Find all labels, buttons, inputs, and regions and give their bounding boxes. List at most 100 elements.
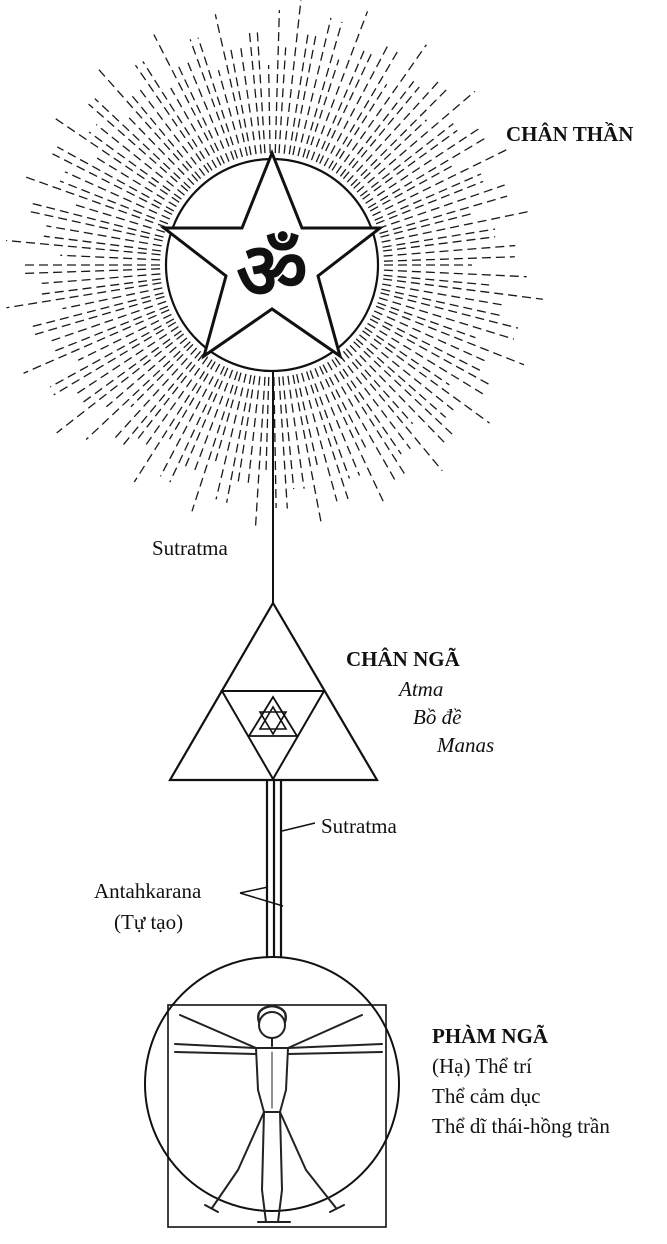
ray-line <box>382 283 505 306</box>
ray-line <box>53 117 180 203</box>
ray-line <box>365 128 480 204</box>
ray-line <box>282 376 295 490</box>
ray-line <box>346 79 441 183</box>
ray-line <box>374 173 482 221</box>
soul-aspect-manas: Manas <box>436 733 494 757</box>
ray-line <box>381 288 502 317</box>
ray-line <box>133 359 213 483</box>
ray-line <box>265 376 270 471</box>
ray-line <box>362 129 458 200</box>
ray-line <box>301 372 338 502</box>
ray-line <box>319 53 372 164</box>
innermost-inverted-triangle <box>258 711 288 736</box>
ray-line <box>119 350 202 449</box>
ray-line <box>142 61 213 171</box>
ray-line <box>383 236 496 252</box>
ray-line <box>349 344 446 445</box>
ray-line <box>292 34 317 156</box>
ray-line <box>335 44 427 174</box>
ray-line <box>94 155 177 208</box>
ray-line <box>80 330 182 405</box>
ray-line <box>305 59 340 159</box>
ray-line <box>54 305 169 352</box>
ray-line <box>339 80 415 177</box>
star-icon <box>159 148 385 360</box>
ray-line <box>305 371 349 500</box>
ray-line <box>371 315 481 371</box>
ray-line <box>372 147 511 217</box>
ray-line <box>375 180 484 225</box>
ray-line <box>230 48 252 156</box>
ray-line <box>377 302 476 339</box>
ray-line <box>226 374 252 503</box>
ray-line <box>159 363 221 477</box>
ray-line <box>169 361 216 440</box>
personality-body-etheric: Thể dĩ thái-hồng trần <box>432 1114 610 1138</box>
ray-line <box>46 225 162 247</box>
innermost-triangle <box>258 705 288 730</box>
ray-line <box>367 322 487 397</box>
ray-line <box>381 210 530 243</box>
ray-line <box>267 65 271 154</box>
antahkarana-label: Antahkarana <box>94 879 202 903</box>
ray-line <box>170 87 217 169</box>
ray-line <box>377 184 505 230</box>
ray-line <box>62 287 163 310</box>
ray-line <box>28 292 164 329</box>
ray-line <box>314 368 361 476</box>
ray-line <box>310 11 369 161</box>
ray-line <box>373 310 486 362</box>
ray-line <box>23 309 170 374</box>
vitruvian-man-icon <box>144 956 400 1228</box>
ray-line <box>137 86 206 176</box>
ray-line <box>186 60 230 162</box>
ray-line <box>53 321 177 396</box>
ray-line <box>334 357 402 455</box>
ray-line <box>383 274 490 286</box>
personality-body-astral: Thể cảm dục <box>432 1084 540 1108</box>
ray-line <box>240 48 257 155</box>
ray-line <box>60 254 161 261</box>
ray-line <box>29 295 165 337</box>
ray-line <box>254 376 266 526</box>
ray-line <box>29 210 163 242</box>
ray-line <box>273 376 277 508</box>
ray-line <box>153 34 222 166</box>
ray-line <box>22 268 161 275</box>
ray-line <box>88 131 182 200</box>
monad-title: CHÂN THẦN <box>506 122 633 146</box>
ray-line <box>88 103 189 192</box>
soul-aspect-bodhi: Bồ đề <box>413 705 462 729</box>
ray-line <box>287 375 305 489</box>
soul-aspect-atma: Atma <box>397 677 443 701</box>
ray-line <box>134 64 210 173</box>
ray-line <box>297 17 332 157</box>
ray-line <box>6 239 161 256</box>
ray-line <box>359 334 454 411</box>
ray-line <box>274 10 281 154</box>
ray-line <box>214 14 248 156</box>
ray-line <box>353 119 427 189</box>
ray-line <box>94 98 191 189</box>
ray-line <box>278 376 288 509</box>
ray-line <box>32 202 164 238</box>
ray-line <box>215 373 247 500</box>
ray-line <box>95 124 185 196</box>
radiating-rays <box>6 0 543 526</box>
ray-line <box>309 370 351 479</box>
connecting-threads <box>239 780 316 958</box>
ray-line <box>323 41 391 167</box>
ray-line <box>85 341 191 441</box>
ray-line <box>197 37 239 159</box>
ray-line <box>319 366 386 506</box>
ray-line <box>189 39 235 160</box>
om-symbol-icon: ॐ <box>236 228 307 315</box>
sutratma-label-lower: Sutratma <box>321 814 397 838</box>
ray-line <box>364 327 450 386</box>
ray-line <box>137 353 205 439</box>
ray-line <box>292 374 322 524</box>
ray-line <box>355 338 447 418</box>
inner-triangle <box>247 695 299 737</box>
